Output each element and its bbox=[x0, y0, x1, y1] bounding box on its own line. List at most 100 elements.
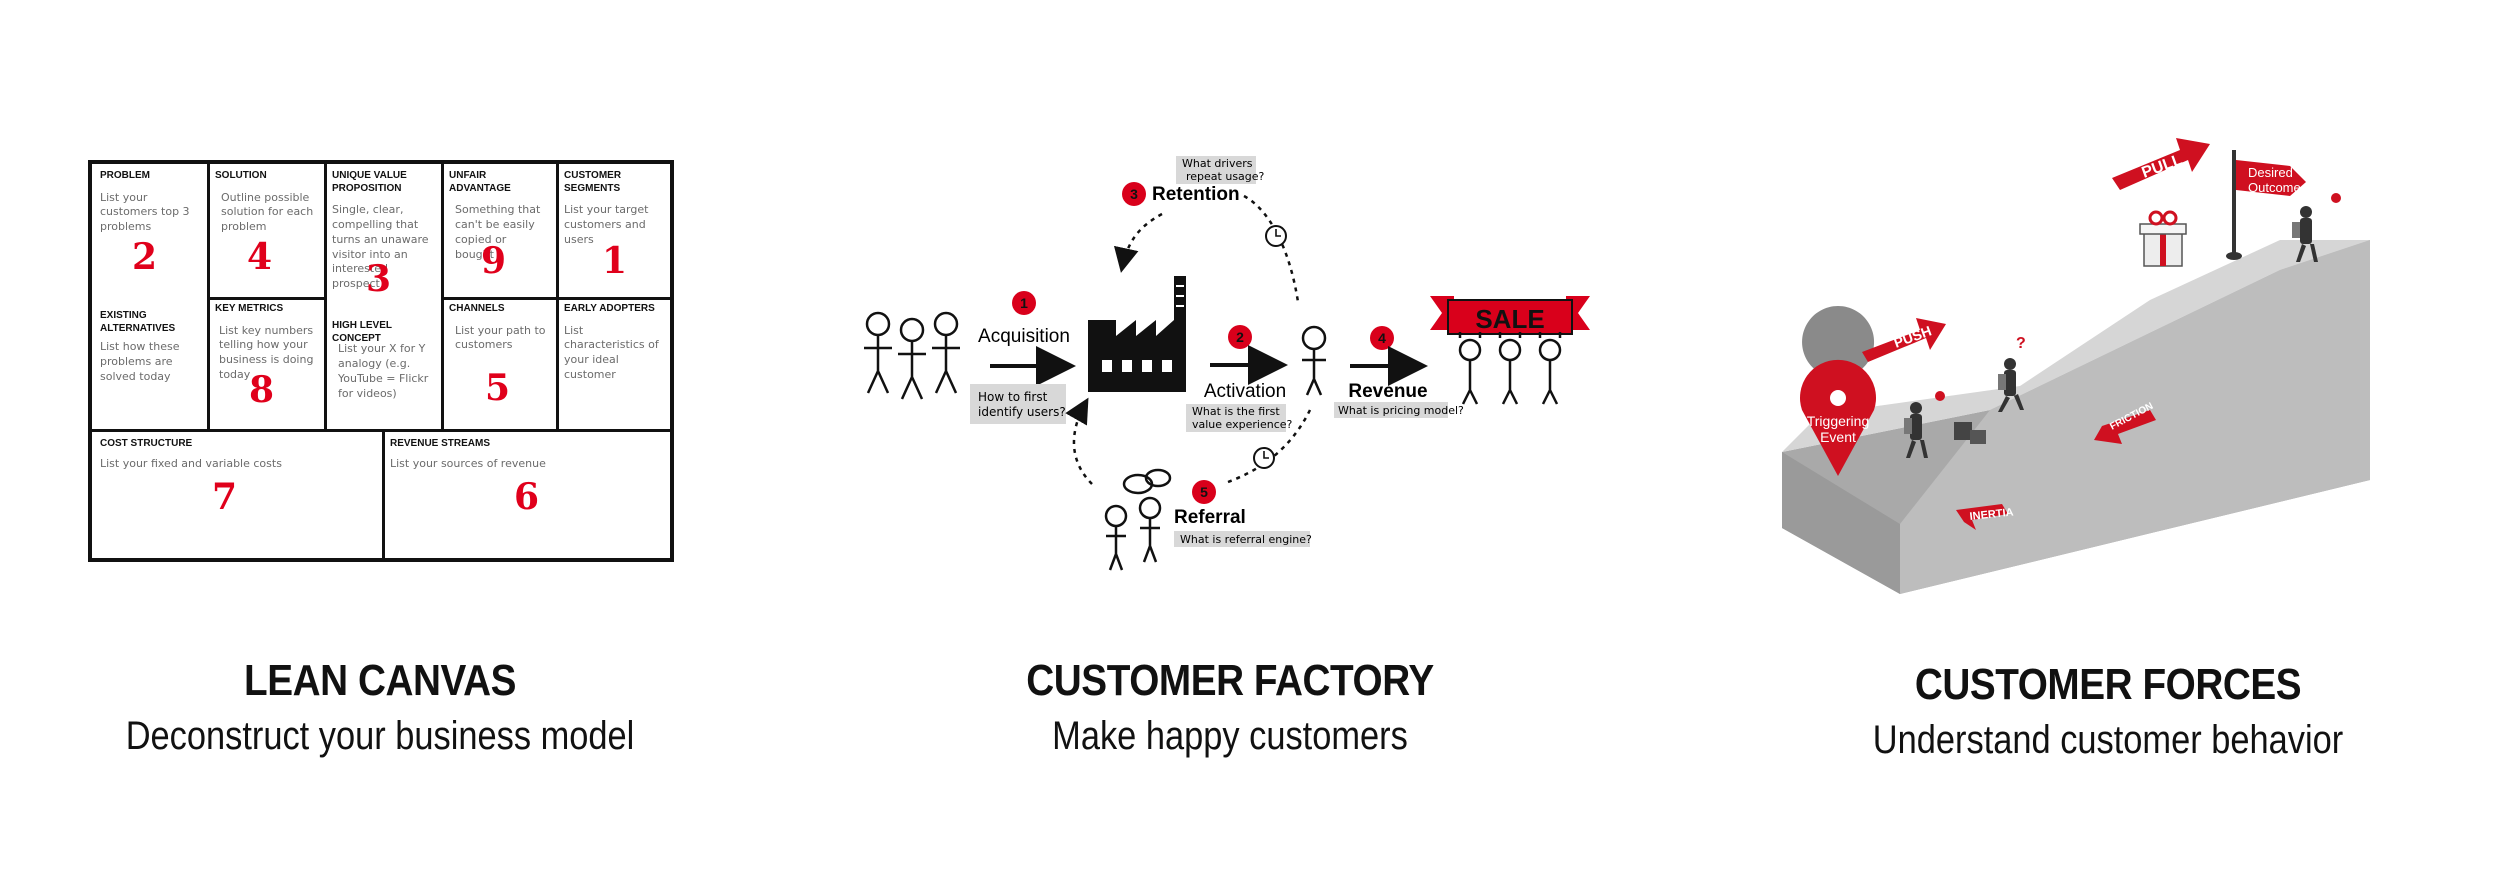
customer-factory-subtitle: Make happy customers bbox=[1052, 714, 1408, 758]
trigger-label-line-2: Event bbox=[1820, 429, 1856, 445]
step-4-label: Revenue bbox=[1348, 381, 1427, 402]
cell-key-metrics-heading: KEY METRICS bbox=[215, 303, 284, 314]
customer-forces-diagram: Triggering Event PUSH PULL Desired Outco… bbox=[1782, 138, 2370, 594]
arrow-retention-loop bbox=[1243, 194, 1300, 303]
step-5-number: 5 bbox=[1200, 484, 1208, 500]
revenue-question-bg bbox=[1334, 402, 1448, 418]
step-1-number: 1 bbox=[1020, 295, 1028, 311]
cell-uvp-text: Single, clear, compelling that turns an … bbox=[332, 203, 429, 291]
customer-forces-title: CUSTOMER FORCES bbox=[1914, 660, 2302, 709]
activation-question-bg bbox=[1186, 404, 1286, 432]
cell-key-metrics-number: 8 bbox=[249, 369, 275, 411]
cell-unfair-text: Something that can't be easily copied or… bbox=[455, 203, 541, 261]
winding-path bbox=[2058, 240, 2231, 350]
cell-segments-number: 1 bbox=[602, 240, 628, 282]
cell-unfair: UNFAIR ADVANTAGE Something that can't be… bbox=[441, 164, 559, 300]
cell-problem: PROBLEM List your customers top 3 proble… bbox=[92, 164, 210, 432]
customer-factory-panel: 1 Acquisition How to first identify user… bbox=[840, 0, 1620, 876]
clock-icon bbox=[1265, 225, 1287, 247]
cell-uvp-number: 3 bbox=[366, 258, 392, 300]
sale-banner: SALE bbox=[1430, 296, 1590, 335]
lean-canvas-grid: PROBLEM List your customers top 3 proble… bbox=[88, 160, 674, 562]
outcome-label-line-1: Desired bbox=[2248, 165, 2293, 180]
lean-canvas-title: LEAN CANVAS bbox=[244, 656, 516, 705]
customer-forces-panel: Triggering Event PUSH PULL Desired Outco… bbox=[1720, 0, 2496, 876]
referral-people-icon bbox=[1104, 468, 1172, 571]
factory-icon bbox=[1088, 276, 1186, 392]
activation-question-line-1: What is the first bbox=[1192, 405, 1280, 418]
cell-key-metrics-text: List key numbers telling how your busine… bbox=[219, 323, 314, 382]
revenue-question-line-1: What is pricing model? bbox=[1338, 404, 1464, 417]
cell-revenue-streams: REVENUE STREAMS List your sources of rev… bbox=[382, 429, 674, 562]
cell-problem-number: 2 bbox=[132, 236, 158, 278]
cell-problem-text: List your customers top 3 problems bbox=[100, 190, 190, 234]
triggering-event-pin-icon: Triggering Event bbox=[1800, 306, 1876, 476]
step-3-badge bbox=[1122, 182, 1146, 206]
cell-revenue-heading: REVENUE STREAMS bbox=[390, 438, 491, 449]
paying-customers-icon bbox=[1458, 332, 1562, 405]
cell-cost-structure: COST STRUCTURE List your fixed and varia… bbox=[92, 429, 385, 562]
cell-unfair-heading: UNFAIR ADVANTAGE bbox=[449, 170, 511, 194]
cell-cost-heading: COST STRUCTURE bbox=[100, 438, 193, 449]
arrow-retention-back bbox=[1113, 212, 1163, 273]
step-4-badge bbox=[1370, 326, 1394, 350]
cell-unfair-number: 9 bbox=[481, 240, 507, 282]
cell-revenue-number: 6 bbox=[514, 476, 540, 518]
step-5-label: Referral bbox=[1174, 507, 1246, 528]
cell-uvp-heading: UNIQUE VALUE PROPOSITION bbox=[332, 170, 407, 194]
step-3-number: 3 bbox=[1130, 186, 1138, 202]
activated-user-icon bbox=[1301, 325, 1327, 396]
push-label: PUSH bbox=[1892, 322, 1934, 350]
arrow-referral-back bbox=[1065, 397, 1093, 485]
climbers-icon: ? bbox=[1904, 193, 2341, 458]
cell-early-text: List characteristics of your ideal custo… bbox=[564, 323, 659, 382]
step-4-number: 4 bbox=[1378, 330, 1386, 346]
customer-forces-subtitle: Understand customer behavior bbox=[1872, 718, 2344, 762]
acquisition-question-line-2: identify users? bbox=[978, 405, 1066, 419]
retention-question-bg bbox=[1176, 156, 1256, 184]
cell-solution: SOLUTION Outline possible solution for e… bbox=[207, 164, 327, 300]
cell-early-heading: EARLY ADOPTERS bbox=[564, 303, 655, 314]
cell-high-level-text: List your X for Y analogy (e.g. YouTube … bbox=[338, 342, 429, 400]
cell-solution-heading: SOLUTION bbox=[215, 170, 267, 181]
step-1-badge bbox=[1012, 291, 1036, 315]
gift-icon bbox=[2139, 210, 2187, 267]
arrow-referral-in bbox=[1227, 409, 1312, 484]
cell-channels: CHANNELS List your path to customers 5 bbox=[441, 297, 559, 432]
cell-existing-text: List how these problems are solved today bbox=[100, 340, 180, 383]
cell-problem-heading: PROBLEM bbox=[100, 170, 150, 181]
lean-canvas-panel: PROBLEM List your customers top 3 proble… bbox=[0, 0, 760, 876]
cell-segments-text: List your target customers and users bbox=[564, 203, 649, 246]
push-arrow-icon: PUSH bbox=[1862, 318, 1946, 362]
step-3-label: Retention bbox=[1152, 184, 1240, 205]
retention-question-line-2: repeat usage? bbox=[1186, 170, 1265, 183]
acquisition-question-bg bbox=[970, 384, 1066, 424]
step-2-label: Activation bbox=[1204, 381, 1286, 402]
inertia-label: INERTIA bbox=[1969, 506, 2014, 523]
cell-solution-number: 4 bbox=[247, 236, 273, 278]
step-1-label: Acquisition bbox=[978, 326, 1070, 347]
inertia-arrow-icon: INERTIA bbox=[1956, 504, 2014, 530]
cell-early-adopters: EARLY ADOPTERS List characteristics of y… bbox=[556, 297, 674, 432]
step-5-badge bbox=[1192, 480, 1216, 504]
clock-icon-referral bbox=[1253, 447, 1275, 469]
cell-uvp: UNIQUE VALUE PROPOSITION Single, clear, … bbox=[324, 164, 444, 432]
lean-canvas-subtitle: Deconstruct your business model bbox=[125, 714, 635, 758]
pull-label: PULL bbox=[2140, 151, 2185, 181]
cell-segments: CUSTOMER SEGMENTS List your target custo… bbox=[556, 164, 674, 300]
cell-cost-number: 7 bbox=[212, 476, 238, 518]
cell-key-metrics: KEY METRICS List key numbers telling how… bbox=[207, 297, 327, 432]
trigger-label-line-1: Triggering bbox=[1807, 413, 1870, 429]
customer-factory-title: CUSTOMER FACTORY bbox=[1026, 656, 1434, 705]
desired-outcome-flag-icon: Desired Outcome bbox=[2226, 150, 2306, 260]
svg-text:?: ? bbox=[2016, 335, 2026, 352]
cell-high-level-heading: HIGH LEVEL CONCEPT bbox=[332, 320, 392, 344]
outcome-label-line-2: Outcome bbox=[2248, 180, 2301, 195]
retention-question-line-1: What drivers bbox=[1182, 157, 1253, 170]
referral-question-line-1: What is referral engine? bbox=[1180, 533, 1312, 546]
acquisition-question-line-1: How to first bbox=[978, 390, 1048, 404]
terrain-top bbox=[1782, 240, 2370, 452]
sale-banner-text: SALE bbox=[1475, 304, 1544, 334]
cell-revenue-text: List your sources of revenue bbox=[390, 456, 546, 470]
customer-factory-diagram: 1 Acquisition How to first identify user… bbox=[864, 156, 1590, 571]
